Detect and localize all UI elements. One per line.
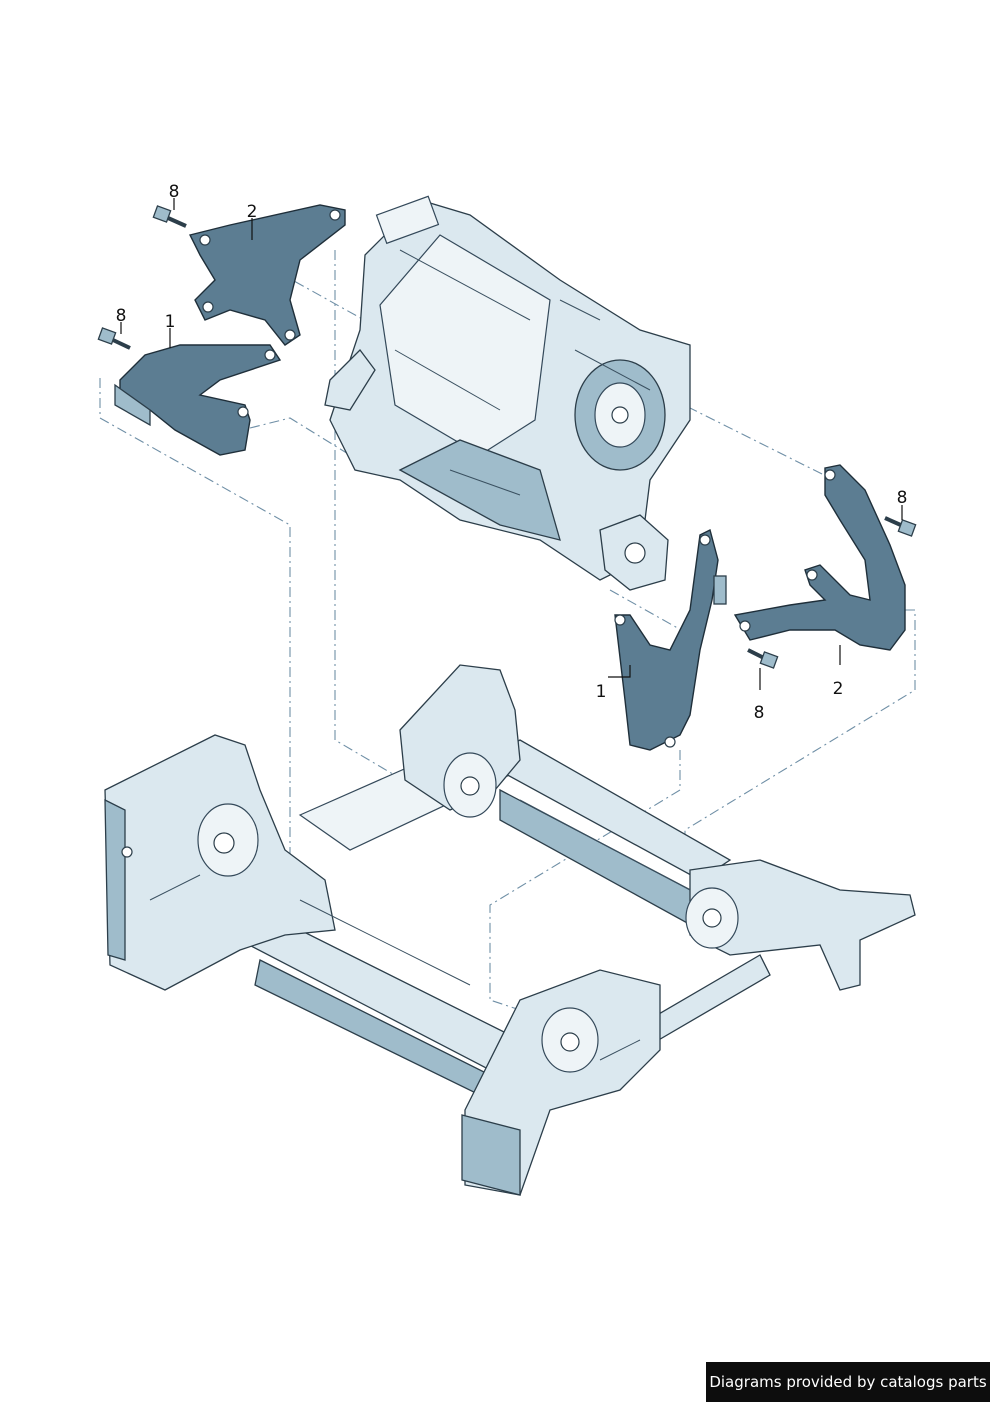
bolt-8-c — [884, 516, 917, 537]
callout-label: 1 — [596, 682, 607, 702]
assembly-dashed-lines — [99, 250, 916, 1011]
callout-label: 8 — [116, 306, 127, 326]
callout-label: 1 — [165, 312, 176, 332]
callout-label: 8 — [169, 182, 180, 202]
callout-8-mid-left: 8 — [116, 306, 127, 334]
callout-2-bottom-right: 2 — [833, 645, 844, 699]
callout-label: 2 — [833, 679, 844, 699]
drive-unit — [324, 195, 691, 591]
credit-text: Diagrams provided by catalogs parts — [709, 1373, 987, 1391]
bracket-2-left — [188, 204, 346, 346]
callout-1-bottom-right: 1 — [596, 665, 631, 702]
callout-8-bottom: 8 — [754, 668, 765, 723]
callout-8-right: 8 — [897, 488, 908, 520]
callouts: 8 2 8 1 8 1 8 2 — [116, 182, 908, 723]
bracket-1-right — [614, 528, 727, 751]
credit-banner: Diagrams provided by catalogs parts — [706, 1362, 990, 1402]
callout-label: 8 — [754, 703, 765, 723]
bolt-8-b — [97, 327, 131, 350]
callout-1-top-left: 1 — [165, 312, 176, 348]
bolts — [97, 205, 917, 669]
bracket-2-right — [733, 464, 906, 651]
callout-8-top-left: 8 — [169, 182, 180, 210]
callout-label: 2 — [247, 202, 258, 222]
bracket-1-left — [114, 344, 282, 456]
bolt-8-d — [747, 648, 779, 669]
bolt-8-a — [152, 205, 187, 228]
callout-label: 8 — [897, 488, 908, 508]
callout-2-top-left: 2 — [247, 202, 258, 240]
subframe — [104, 664, 916, 1196]
